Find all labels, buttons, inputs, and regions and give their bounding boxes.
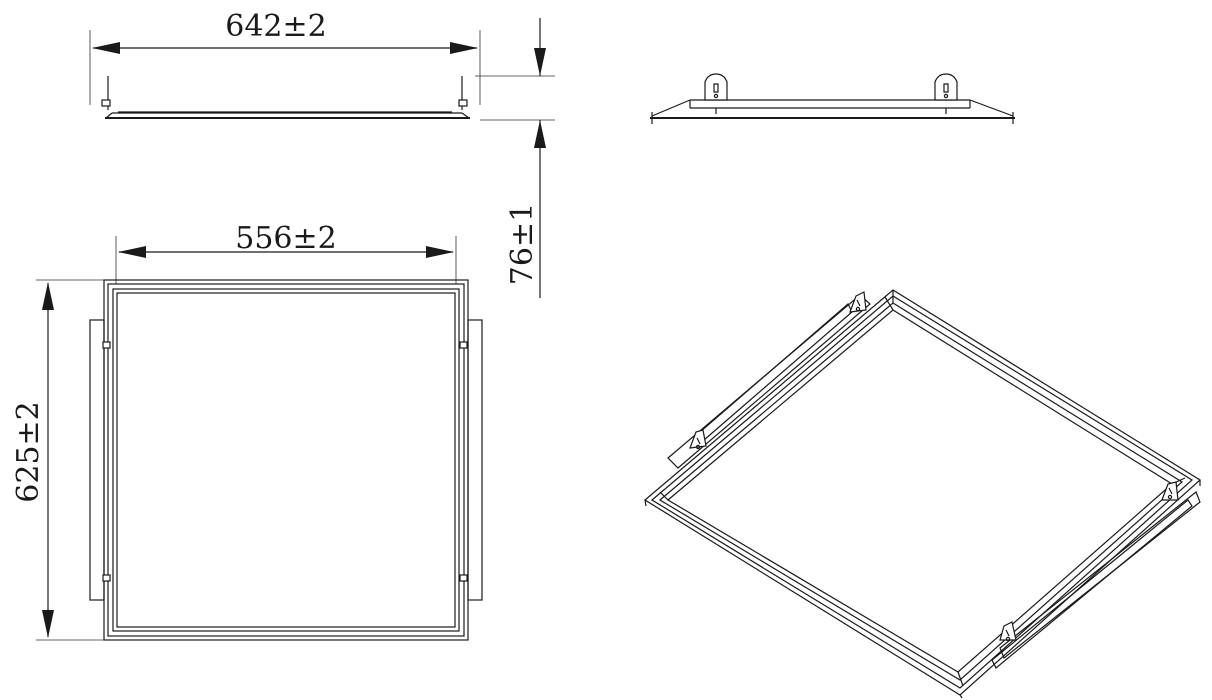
dim-inner-width: 556±2 (235, 221, 336, 256)
dim-overall-height: 76±1 (505, 203, 540, 285)
plan-view: 556±2 625±2 (11, 221, 483, 641)
dim-overall-width: 642±2 (225, 9, 326, 44)
dim-overall-length: 625±2 (11, 401, 46, 502)
isometric-view (643, 289, 1201, 699)
height-dimension: 76±1 (475, 18, 555, 298)
side-elevation-view: 642±2 (89, 9, 481, 119)
front-elevation-view (650, 73, 1015, 124)
